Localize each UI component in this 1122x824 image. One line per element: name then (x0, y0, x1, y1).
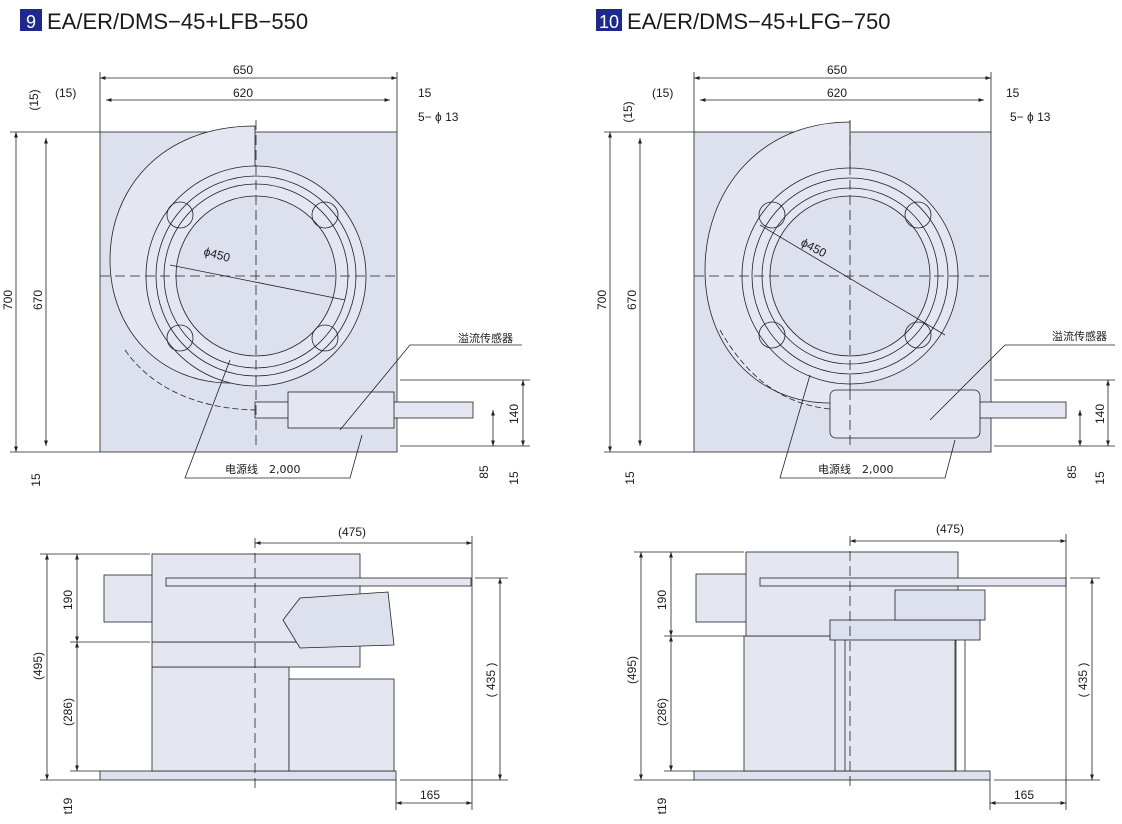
dim-85: 85 (1065, 465, 1079, 479)
view-number-badge (20, 9, 42, 31)
dim-650: 650 (233, 63, 253, 77)
dim-t19: t19 (61, 797, 75, 814)
view-number: 10 (599, 12, 619, 32)
dim-15-right: 15 (1093, 471, 1107, 485)
dim-140: 140 (1093, 404, 1107, 424)
dim-435: ( 435 ) (484, 663, 498, 698)
dim-700: 700 (595, 290, 609, 310)
view-number-badge (596, 9, 622, 31)
dim-165: 165 (420, 788, 440, 802)
dim-475: (475) (936, 522, 964, 536)
dim-495: (495) (625, 656, 639, 684)
dim-15-bottom: 15 (623, 471, 637, 485)
dim-15-paren: (15) (652, 86, 673, 100)
hole-spec: 5− ϕ 13 (418, 110, 459, 124)
dim-15-right: 15 (507, 471, 521, 485)
side-view (634, 534, 1100, 810)
dim-700: 700 (1, 290, 15, 310)
top-view (604, 72, 1115, 479)
dim-286: (286) (655, 698, 669, 726)
dim-15-top: (15) (27, 89, 41, 110)
dim-15-bottom: 15 (29, 473, 43, 487)
dim-475: (475) (338, 525, 366, 539)
dim-t19: t19 (655, 797, 669, 814)
dim-15-paren: (15) (55, 86, 76, 100)
dim-670: 670 (31, 290, 45, 310)
overflow-sensor-label: 溢流传感器 (458, 331, 513, 345)
view-title: EA/ER/DMS−45+LFG−750 (627, 9, 891, 34)
bowl-diameter: ϕ450 (202, 244, 232, 265)
dim-165: 165 (1014, 788, 1034, 802)
dim-15: 15 (418, 86, 432, 100)
side-view (40, 536, 508, 810)
dim-495: (495) (31, 652, 45, 680)
view-9: 9 EA/ER/DMS−45+LFB−550 650 620 (15) 15 5… (1, 9, 530, 814)
dim-190: 190 (61, 590, 75, 610)
overflow-sensor-label: 溢流传感器 (1052, 329, 1107, 343)
power-cable-label: 电源线 2,000 (818, 462, 894, 476)
top-view (10, 72, 530, 479)
dim-15: 15 (1006, 86, 1020, 100)
power-cable-label: 电源线 2,000 (225, 462, 301, 476)
dim-15-top: (15) (621, 101, 635, 122)
view-title: EA/ER/DMS−45+LFB−550 (47, 9, 308, 34)
dim-435: ( 435 ) (1076, 663, 1090, 698)
dim-286: (286) (61, 698, 75, 726)
dim-140: 140 (507, 404, 521, 424)
dim-190: 190 (655, 590, 669, 610)
dim-620: 620 (827, 86, 847, 100)
hole-spec: 5− ϕ 13 (1010, 110, 1051, 124)
dim-620: 620 (233, 86, 253, 100)
dim-650: 650 (827, 63, 847, 77)
dim-670: 670 (625, 290, 639, 310)
dim-85: 85 (477, 465, 491, 479)
view-10: 10 EA/ER/DMS−45+LFG−750 650 620 (15) 15 … (595, 9, 1115, 814)
view-number: 9 (26, 12, 36, 32)
